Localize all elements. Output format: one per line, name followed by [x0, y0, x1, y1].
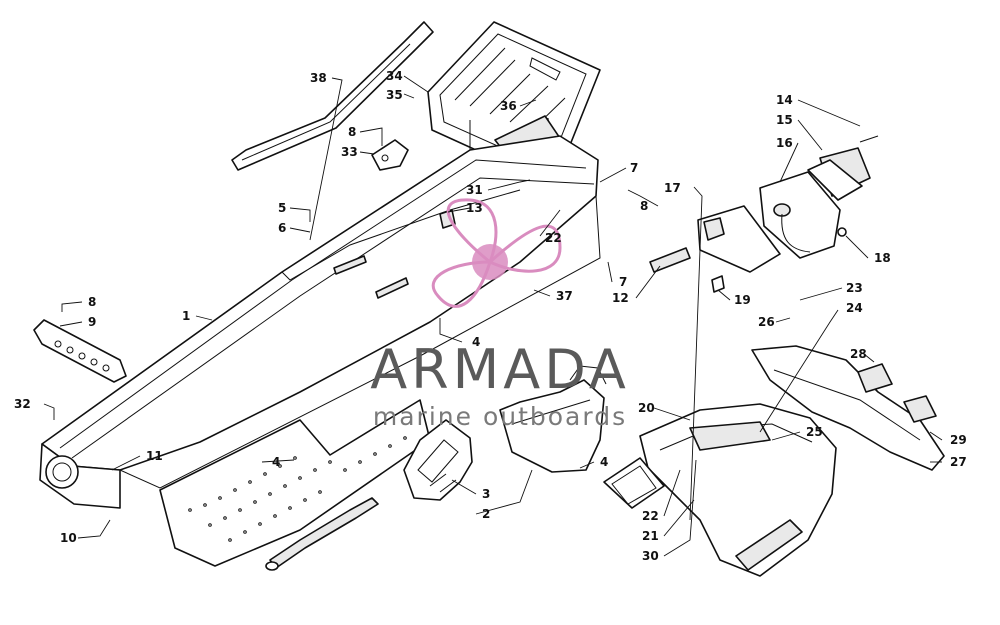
- callout-18: 18: [874, 251, 891, 265]
- callout-4: 4: [272, 455, 280, 469]
- heat-shield-9: [33, 319, 127, 383]
- callout-12: 12: [612, 291, 629, 305]
- callout-35: 35: [386, 88, 403, 102]
- callout-21: 21: [642, 529, 659, 543]
- tunnel-1: [39, 135, 601, 509]
- callout-5: 5: [278, 201, 286, 215]
- callout-4: 4: [600, 455, 608, 469]
- callout-7: 7: [630, 161, 638, 175]
- callout-2: 2: [482, 507, 490, 521]
- callout-16: 16: [776, 136, 793, 150]
- callout-25: 25: [806, 425, 823, 439]
- rear-bumper-25: [603, 403, 837, 577]
- callout-14: 14: [776, 93, 793, 107]
- bracket-33: [371, 139, 409, 171]
- callout-15: 15: [776, 113, 793, 127]
- callout-4: 4: [472, 335, 480, 349]
- logo-propeller-icon: [431, 198, 562, 308]
- taillight-assembly: [697, 135, 879, 293]
- watermark-tagline: marine outboards: [373, 402, 627, 431]
- callout-8: 8: [348, 125, 356, 139]
- callout-labels: 38 34 35 36 8 33 5 6 31 13 22 7 8 7 12 3…: [14, 69, 967, 563]
- footrest-bracket-3: [403, 419, 473, 501]
- callout-8: 8: [640, 199, 648, 213]
- callout-22: 22: [545, 231, 562, 245]
- callout-38: 38: [310, 71, 327, 85]
- callout-36: 36: [500, 99, 517, 113]
- callout-3: 3: [482, 487, 490, 501]
- callout-1: 1: [182, 309, 190, 323]
- leader-lines: [43, 75, 943, 557]
- callout-17: 17: [664, 181, 681, 195]
- side-panel-2: [499, 365, 607, 473]
- callout-31: 31: [466, 183, 483, 197]
- callout-9: 9: [88, 315, 96, 329]
- trim-strip-38: [231, 21, 434, 171]
- callout-8: 8: [88, 295, 96, 309]
- callout-24: 24: [846, 301, 863, 315]
- watermark-brand: ARMADA: [370, 338, 630, 401]
- callout-13: 13: [466, 201, 483, 215]
- callout-22: 22: [642, 509, 659, 523]
- callout-20: 20: [638, 401, 655, 415]
- callout-33: 33: [341, 145, 358, 159]
- callout-23: 23: [846, 281, 863, 295]
- callout-34: 34: [386, 69, 403, 83]
- callout-7: 7: [619, 275, 627, 289]
- callout-32: 32: [14, 397, 31, 411]
- callout-29: 29: [950, 433, 967, 447]
- snow-flap-27: [751, 345, 945, 471]
- callout-26: 26: [758, 315, 775, 329]
- callout-10: 10: [60, 531, 77, 545]
- decal-12: [649, 247, 691, 273]
- callout-11: 11: [146, 449, 163, 463]
- callout-27: 27: [950, 455, 967, 469]
- callout-19: 19: [734, 293, 751, 307]
- callout-6: 6: [278, 221, 286, 235]
- callout-28: 28: [850, 347, 867, 361]
- callout-37: 37: [556, 289, 573, 303]
- callout-30: 30: [642, 549, 659, 563]
- watermark-logo: [431, 198, 562, 308]
